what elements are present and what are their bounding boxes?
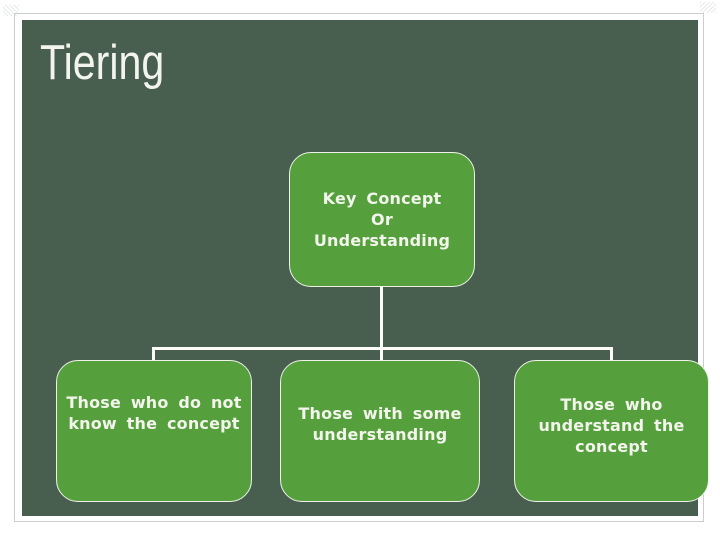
diagram-node-some-understanding: Those with some understanding: [280, 360, 480, 502]
diagram-node-label: Key Concept Or Understanding: [313, 189, 451, 250]
slide-title: Tiering: [40, 36, 165, 90]
diagram-node-full-understanding: Those who understand the concept: [514, 360, 709, 502]
diagram-node-no-knowledge: Those who do not know the concept: [56, 360, 252, 502]
diagram-node-label: Those who do not know the concept: [66, 393, 242, 433]
diagram-node-label: Those with some understanding: [298, 404, 462, 444]
diagram-node-key-concept: Key Concept Or Understanding: [289, 152, 475, 287]
slide-canvas: Tiering Key Concept Or Understanding Tho…: [22, 20, 709, 516]
connector-horizontal: [152, 347, 613, 350]
corner-decoration-left: [3, 5, 19, 16]
diagram-node-label: Those who understand the concept: [538, 395, 685, 456]
connector-left-drop: [152, 347, 155, 360]
connector-right-drop: [610, 347, 613, 360]
connector-root-vertical: [380, 286, 383, 360]
corner-decoration-right: [700, 2, 716, 13]
